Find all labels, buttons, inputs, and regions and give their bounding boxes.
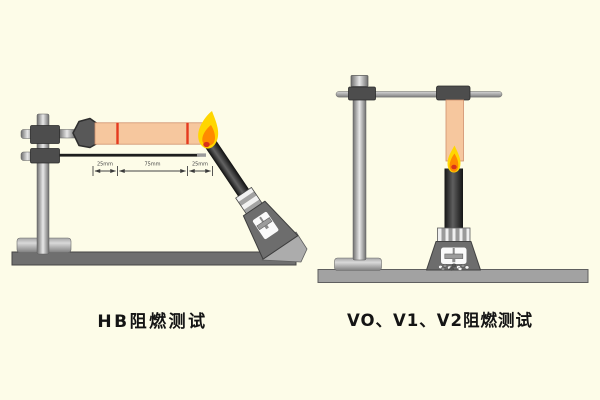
flame-core [203, 141, 210, 148]
pebble [442, 263, 448, 268]
burner-tube [202, 136, 249, 197]
hb-dimension-annotation: 25mm 75mm 25mm [92, 162, 213, 176]
collar-rib [462, 228, 467, 241]
v-test-caption: VO、V1、V2阻燃测试 [346, 311, 533, 330]
v-stand-pole [352, 84, 367, 261]
collar-ring [243, 199, 263, 214]
clamp-block [30, 148, 60, 164]
hb-test-caption: HB阻燃测试 [97, 312, 208, 332]
collar-rib [441, 228, 446, 241]
hb-lower-clamp [20, 148, 206, 164]
reference-wire [59, 153, 200, 157]
v-flame [447, 145, 461, 173]
hb-burner [202, 136, 299, 260]
v-test-illustration [317, 75, 589, 283]
v-platform [317, 269, 589, 283]
pebble [451, 263, 457, 268]
clamp-block [30, 125, 60, 144]
reference-wire-tip [197, 153, 206, 157]
valve-bar [444, 253, 464, 259]
gas-valve [444, 248, 464, 263]
dimension-label-left: 25mm [97, 162, 113, 168]
valve-foot [264, 224, 269, 230]
dimension-label-right: 25mm [192, 162, 208, 168]
gravel [438, 263, 470, 271]
valve-pin [259, 216, 265, 223]
hb-specimen-bar [94, 122, 214, 145]
burner-collar [437, 227, 471, 242]
hb-platform [11, 251, 297, 266]
collar-rib [455, 228, 460, 241]
gauge-mark-100mm [186, 122, 189, 145]
flame-inner [202, 125, 216, 146]
collar-rib [448, 228, 453, 241]
v-specimen-clamp [436, 85, 471, 101]
hb-test-illustration: 25mm 75mm 25mm [11, 111, 308, 266]
pebble [449, 267, 454, 271]
valve-foot [452, 258, 456, 263]
v-burner [426, 168, 481, 271]
specimen [94, 122, 214, 145]
burner-tube [444, 168, 463, 229]
pebble [460, 263, 466, 268]
collar-ring [238, 191, 257, 207]
flame-core [451, 164, 457, 170]
gas-valve [256, 216, 273, 231]
pebble [457, 266, 463, 271]
valve-pin [452, 248, 455, 254]
pebble [440, 266, 446, 271]
hb-flame [198, 111, 219, 149]
hb-specimen-holder [72, 117, 98, 149]
gauge-mark-25mm [116, 122, 119, 145]
pebble [464, 265, 470, 270]
dimension-label-middle: 75mm [144, 162, 160, 168]
v-pole-clamp [348, 86, 376, 101]
v-pole-cap [350, 75, 369, 87]
burner-collar [235, 186, 263, 215]
collar-ring [241, 195, 260, 210]
hb-upper-clamp [20, 125, 76, 144]
collar-ring [235, 187, 255, 203]
